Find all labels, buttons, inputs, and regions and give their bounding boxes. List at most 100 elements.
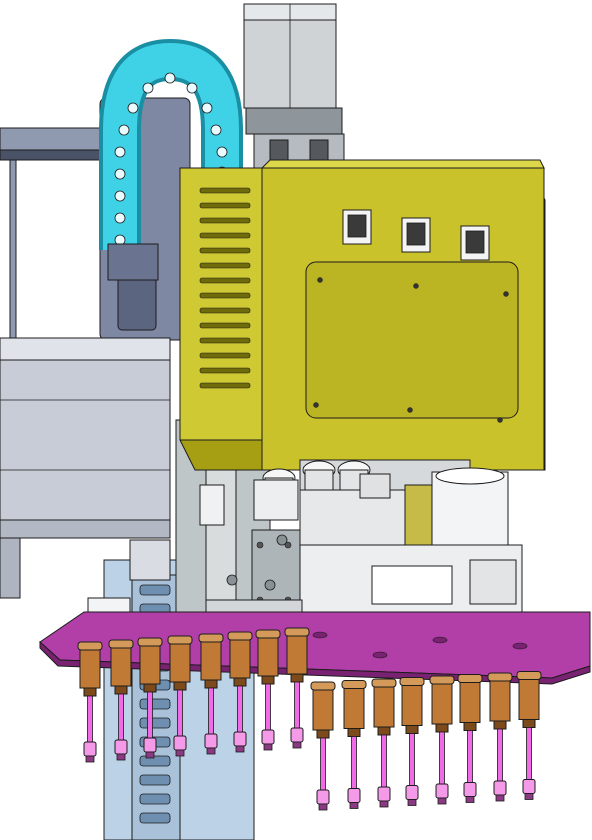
fitting-knob [276,534,288,546]
needle-hub [463,782,477,797]
nozzle-body [79,647,101,689]
linear-rail-module [0,337,171,539]
plate-hole [432,636,448,644]
dispensing-needle [265,683,271,731]
screw [284,541,292,549]
needle-hub [405,785,419,800]
valve-block [299,489,411,551]
panel-screw [407,407,413,413]
nozzle-collar [255,629,281,639]
chain-link-pin [210,124,222,136]
chain-link-pin [201,102,213,114]
chain-end-bracket [107,243,159,281]
nozzle-body [343,686,365,729]
drag-chain [103,42,239,250]
nozzle-body [518,677,540,720]
nozzle-collar [310,681,336,691]
nozzle-tip [114,685,128,695]
needle-end [524,793,534,800]
nozzle-body [200,639,222,681]
nozzle-collar [284,627,310,637]
column-slot [139,774,171,786]
nozzle-tip [290,673,304,683]
nozzle-tip [405,725,419,734]
dispensing-needle [439,731,445,785]
needle-hub [316,789,330,805]
plate-hole [372,651,388,659]
needle-hub [143,737,157,753]
needle-end [235,745,245,753]
needle-end [206,747,216,755]
dispensing-needle [208,687,214,735]
nozzle-tip [347,728,361,737]
motor-flange [245,107,343,135]
chain-link-pin [127,102,139,114]
needle-end [85,755,95,763]
needle-hub [435,783,449,799]
rail-carriage [129,539,171,581]
needle-end [465,796,475,803]
switch-face [465,230,485,254]
needle-hub [522,779,536,794]
dispensing-needle [351,736,357,789]
dispensing-needle [409,733,415,786]
column-slot [139,755,171,767]
vent-slot [199,307,251,314]
vent-slot [199,322,251,329]
nozzle-body [257,635,279,677]
needle-end [175,749,185,757]
dispensing-needle [497,728,503,782]
nozzle-body [489,678,511,722]
panel-screw [413,283,419,289]
vent-slot [199,352,251,359]
needle-end [318,803,328,811]
nozzle-body [110,645,132,687]
cover-box-side-panel [179,167,263,441]
fitting [359,473,391,499]
needle-end [437,797,447,805]
nozzle-collar [227,631,253,641]
nozzle-body [139,643,161,685]
nozzle-collar [108,639,134,649]
nozzle-collar [137,637,163,647]
dispensing-needle [118,693,124,741]
panel-screw [313,402,319,408]
motor-small-cap [435,467,505,485]
vent-slot [199,202,251,209]
fitting-knob [226,574,238,586]
nozzle-tip [261,675,275,685]
chain-link-pin [114,190,126,202]
column-slot [139,717,171,729]
gantry-beam-upper [0,127,111,151]
nozzle-collar [399,677,425,686]
column-slot [139,793,171,805]
nozzle-collar [341,680,367,689]
nozzle-collar [77,641,103,651]
needle-hub [290,727,304,743]
nozzle-body [286,633,308,675]
nozzle-body [229,637,251,679]
needle-end [349,802,359,809]
nozzle-collar [198,633,224,643]
needle-end [495,794,505,802]
needle-hub [114,739,128,755]
nozzle-body [169,641,191,683]
chain-link-pin [114,212,126,224]
column-slot [139,584,171,596]
vent-slot [199,187,251,194]
pump-end [469,559,517,605]
panel-screw [317,277,323,283]
rail-top-flange [0,337,171,361]
nozzle-tip [233,677,247,687]
switch-face [347,214,367,238]
vent-slot [199,232,251,239]
chain-link-pin [216,146,228,158]
dispensing-needle [467,730,473,783]
nozzle-body [312,687,334,731]
needle-end [116,753,126,761]
nozzle-collar [167,635,193,645]
nozzle-body [459,680,481,723]
vent-slot [199,247,251,254]
needle-end [292,741,302,749]
